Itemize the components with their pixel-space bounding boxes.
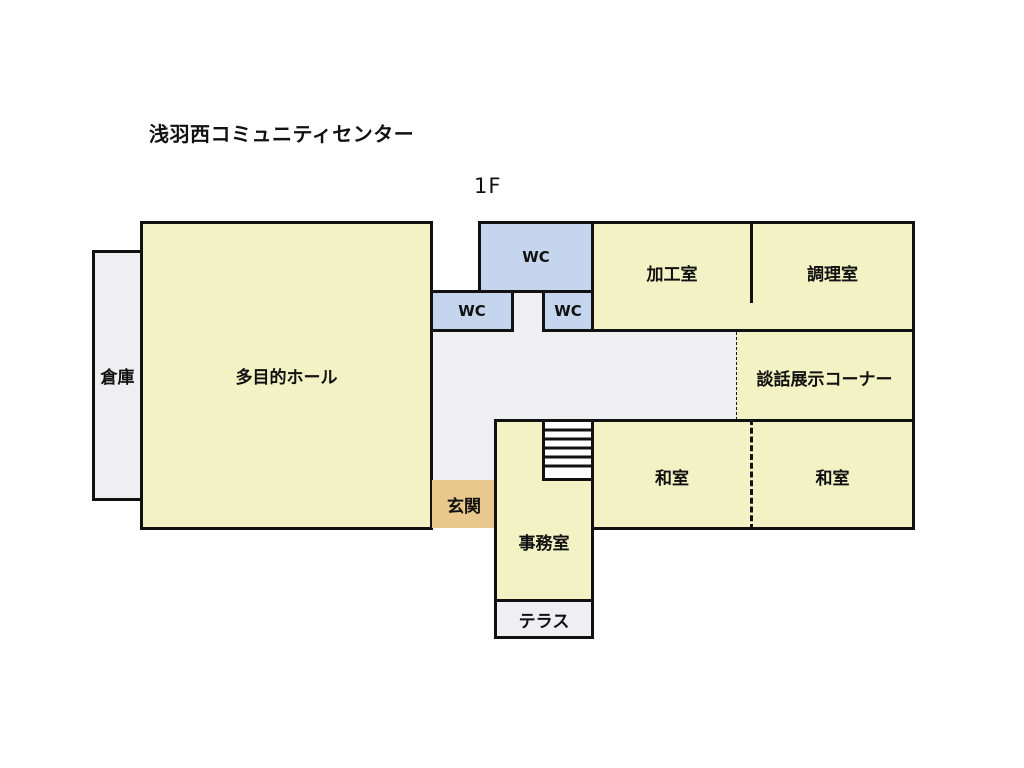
- washitsu-dashed-divider: [750, 419, 753, 530]
- room-hall-label: 多目的ホール: [235, 368, 338, 388]
- room-washitsu-block: [591, 419, 915, 530]
- room-wc-right: WC: [542, 290, 594, 332]
- room-terrace: テラス: [494, 599, 594, 639]
- room-storage-label: 倉庫: [100, 368, 135, 388]
- room-hall: 多目的ホール: [140, 221, 433, 530]
- room-terrace-label: テラス: [518, 611, 570, 632]
- room-lounge: [737, 332, 915, 420]
- room-kitchen-block: [591, 221, 915, 332]
- room-wc-top-label: WC: [522, 248, 550, 266]
- room-wc-left-label: WC: [458, 302, 486, 320]
- room-washitsu-2-label: 和室: [815, 468, 850, 489]
- room-processing-label: 加工室: [646, 264, 698, 285]
- corridor-west: [432, 330, 496, 480]
- floor-label: 1F: [474, 174, 502, 198]
- wall-kitchen-divider: [750, 221, 753, 303]
- room-lounge-text: 談話展示コーナー: [737, 332, 912, 422]
- room-cooking: 調理室: [753, 224, 912, 320]
- room-entrance: 玄関: [432, 480, 496, 528]
- stairs-icon: [545, 428, 591, 468]
- room-lounge-label: 談話展示コーナー: [756, 369, 893, 390]
- room-office-label: 事務室: [518, 534, 570, 554]
- room-washitsu-1: 和室: [594, 424, 750, 528]
- room-washitsu-2: 和室: [753, 424, 912, 528]
- stairs: [542, 419, 594, 481]
- room-processing: 加工室: [594, 224, 750, 320]
- corridor-north: [512, 290, 544, 332]
- page-title: 浅羽西コミュニティセンター: [149, 122, 415, 146]
- room-wc-left: WC: [430, 290, 514, 332]
- room-entrance-label: 玄関: [447, 496, 481, 517]
- room-wc-top: WC: [478, 221, 594, 293]
- room-cooking-label: 調理室: [807, 264, 858, 285]
- room-storage: 倉庫: [92, 250, 143, 501]
- room-wc-right-label: WC: [554, 302, 582, 320]
- lounge-dashed-edge: [736, 332, 737, 420]
- room-washitsu-1-label: 和室: [655, 468, 689, 489]
